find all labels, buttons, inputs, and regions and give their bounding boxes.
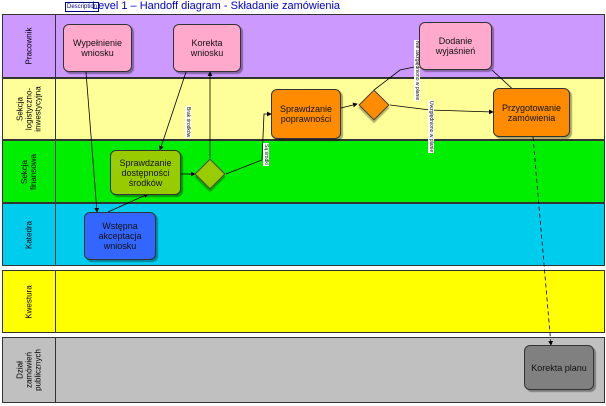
edge-przygotowanie-korekta-planu — [532, 136, 554, 346]
lane-label-box: Katedra — [3, 204, 56, 265]
lane-label-box: Pracownik — [3, 15, 56, 77]
edge-label-uwzgledniono: Uwzględniono w planie — [428, 100, 434, 154]
diagram-title: Level 1 – Handoff diagram - Składanie za… — [92, 0, 341, 12]
edge-gateway-przygotowanie — [389, 104, 494, 115]
lane-label-box: Dział zamówień publicznych — [3, 338, 56, 402]
task-korekta-planu[interactable]: Korekta planu — [524, 345, 594, 390]
edge-wypelnienie-wstepna — [85, 71, 100, 213]
lane-label-box: Sekcja logistyczno-inwestycyjna — [3, 79, 56, 139]
lane-label-box: Kwestura — [3, 271, 56, 332]
lane-label-box: Sekcja finansowa — [3, 141, 56, 202]
task-przygotowanie-zamowienia[interactable]: Przygotowanie zamówienia — [493, 88, 570, 137]
edge-korekta-sprawdzanie-srodkow — [158, 71, 187, 151]
edge-gateway-sprawdzanie-poprawnosci — [225, 111, 272, 175]
edge-wstepna-sprawdzanie-srodkow — [107, 193, 149, 213]
task-korekta-wniosku[interactable]: Korekta wniosku — [173, 24, 241, 72]
edge-label-brak-srodkow: Brak środków — [185, 106, 191, 139]
description-tag: Description — [65, 2, 100, 12]
task-wypelnienie-wniosku[interactable]: Wypełnienie wniosku — [63, 24, 132, 72]
diagram-header: Description Level 1 – Handoff diagram - … — [0, 0, 606, 14]
task-wstepna-akceptacja-wniosku[interactable]: Wstępna akceptacja wniosku — [84, 212, 156, 260]
edge-gateway-dodanie — [373, 64, 420, 91]
edge-label-sa-srodki: Są środki — [263, 143, 269, 166]
edge-sprawdzanie-poprawnosci-gateway — [340, 102, 358, 109]
task-sprawdzanie-poprawnosci[interactable]: Sprawdzanie poprawności — [271, 89, 341, 139]
task-sprawdzanie-dostepnosci-srodkow[interactable]: Sprawdzanie dostępności środków — [110, 150, 181, 195]
task-dodanie-wyjasnien[interactable]: Dodanie wyjaśnień — [419, 22, 492, 70]
lane-dzial-zamowien: Dział zamówień publicznych — [2, 337, 605, 403]
lane-sekcja-finansowa: Sekcja finansowa — [2, 140, 605, 203]
lane-kwestura: Kwestura — [2, 270, 605, 333]
